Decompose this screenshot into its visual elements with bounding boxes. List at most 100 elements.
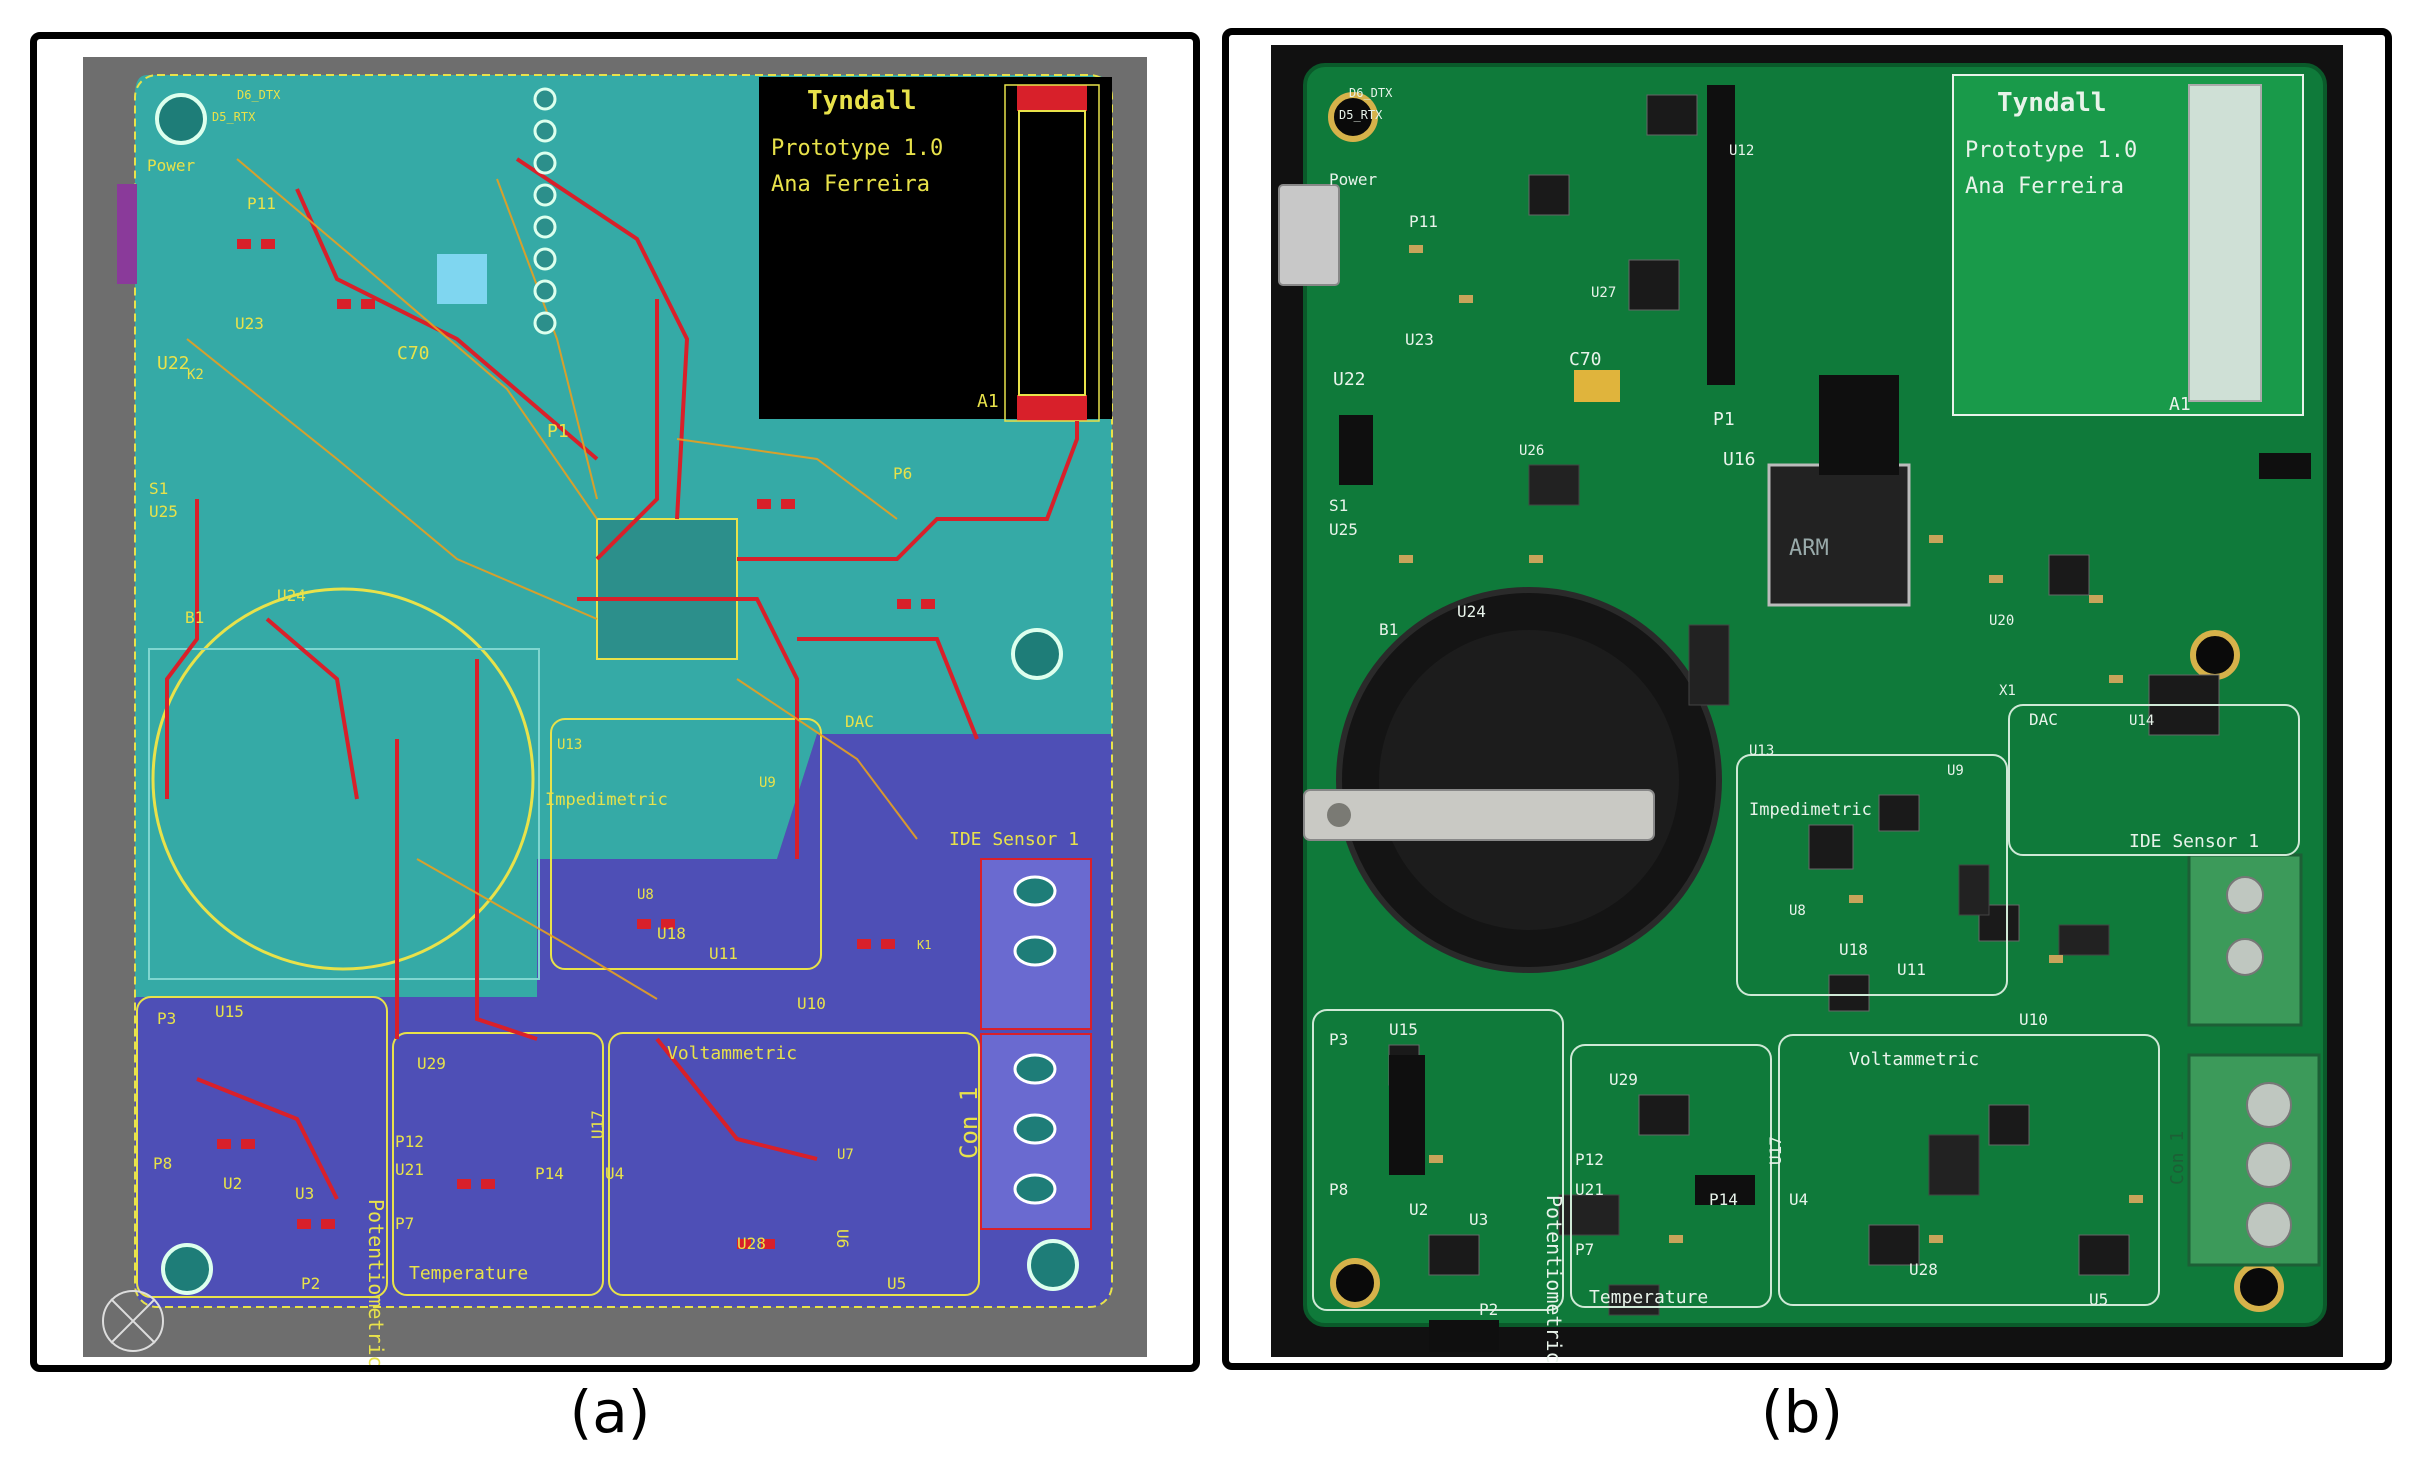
arm-mcu-chip xyxy=(1767,463,1911,607)
cad-label: C70 xyxy=(397,343,430,364)
antenna-pad-top xyxy=(1017,85,1087,111)
component-pads xyxy=(217,239,935,1249)
photo-label: P3 xyxy=(1329,1030,1348,1049)
cad-label: P7 xyxy=(395,1214,414,1233)
mount-hole-br xyxy=(1027,1239,1079,1291)
cad-label: P14 xyxy=(535,1164,564,1183)
cad-label: D5_RTX xyxy=(212,110,256,124)
photo-label: P8 xyxy=(1329,1180,1348,1199)
photo-label: U13 xyxy=(1749,743,1774,759)
photo-label: U3 xyxy=(1469,1210,1488,1229)
terminal-pin xyxy=(1013,1173,1057,1205)
photo-label-potentiometric: Potentiometric xyxy=(1542,1195,1566,1363)
photo-label: U5 xyxy=(2089,1290,2108,1309)
screw xyxy=(2226,938,2264,976)
cad-label: U5 xyxy=(887,1274,906,1293)
terminal-pin xyxy=(1013,1113,1057,1145)
mount-hole-tl xyxy=(155,93,207,145)
temperature-section xyxy=(392,1032,604,1296)
photo-label: P14 xyxy=(1709,1190,1738,1209)
cad-label-con1: Con 1 xyxy=(955,1087,983,1159)
photo-label-con1: Con 1 xyxy=(2167,1131,2188,1185)
antenna-keepout xyxy=(1004,84,1100,422)
photo-label: P11 xyxy=(1409,212,1438,231)
photo-label: U11 xyxy=(1897,960,1926,979)
origin-marker-cross xyxy=(110,1298,156,1344)
origin-marker xyxy=(102,1290,164,1352)
photo-jumpers xyxy=(1528,464,2110,1316)
screw xyxy=(2246,1082,2292,1128)
usb-connector xyxy=(117,184,137,284)
battery-clip xyxy=(1303,789,1655,841)
cad-label: P12 xyxy=(395,1132,424,1151)
photo-label: U23 xyxy=(1405,330,1434,349)
inner-traces xyxy=(186,158,918,1000)
cad-label: P6 xyxy=(893,464,912,483)
photo-label: Impedimetric xyxy=(1749,800,1872,820)
battery-clip-rivet xyxy=(1327,803,1351,827)
pcb-photo: ARM xyxy=(1271,45,2343,1363)
cad-label: D6_DTX xyxy=(237,88,281,102)
panel-a-frame: Tyndall Prototype 1.0 Ana Ferreira A1 D6… xyxy=(30,32,1200,1372)
photo-label: S1 xyxy=(1329,496,1348,515)
photo-mount-hole xyxy=(1330,1258,1380,1308)
photo-label: U15 xyxy=(1389,1020,1418,1039)
cad-label: U25 xyxy=(149,502,178,521)
cad-label: K1 xyxy=(917,938,931,952)
cad-label: K2 xyxy=(187,367,204,383)
photo-label: U25 xyxy=(1329,520,1358,539)
cad-label: U8 xyxy=(637,887,654,903)
photo-logo: Tyndall xyxy=(1997,88,2107,118)
impedimetric-section xyxy=(550,718,822,970)
photo-header-pins xyxy=(1339,85,2311,1352)
cad-label: Power xyxy=(147,156,196,175)
screw xyxy=(2246,1202,2292,1248)
photo-label: P12 xyxy=(1575,1150,1604,1169)
cad-label: U24 xyxy=(277,586,306,605)
photo-label: U8 xyxy=(1789,903,1806,919)
cad-silk-labels: D6_DTX D5_RTX Power P11 U22 U23 K2 S1 U2… xyxy=(147,88,1079,1293)
photo-label: D5_RTX xyxy=(1339,108,1383,122)
cad-label: U3 xyxy=(295,1184,314,1203)
cad-label: B1 xyxy=(185,608,204,627)
usb-port xyxy=(1278,184,1340,286)
photo-smd-components xyxy=(1399,245,2143,1243)
photo-label: U9 xyxy=(1947,763,1964,779)
photo-label: U12 xyxy=(1729,143,1754,159)
cad-label: U18 xyxy=(657,924,686,943)
antenna-outline xyxy=(1018,110,1086,396)
potentiometric-section xyxy=(136,996,388,1298)
photo-label: U28 xyxy=(1909,1260,1938,1279)
cad-label: P11 xyxy=(247,194,276,213)
header-pins xyxy=(533,87,557,335)
screw xyxy=(2226,876,2264,914)
photo-label: U10 xyxy=(2019,1010,2048,1029)
cad-label: S1 xyxy=(149,479,168,498)
cad-label: U15 xyxy=(215,1002,244,1021)
photo-label: U16 xyxy=(1723,449,1756,470)
c70-capacitor xyxy=(1574,370,1620,402)
photo-label: C70 xyxy=(1569,349,1602,370)
cad-line-2: Ana Ferreira xyxy=(771,172,930,197)
photo-antenna-label: A1 xyxy=(2169,394,2191,415)
mcu-footprint xyxy=(596,518,738,660)
photo-section-outlines xyxy=(1312,704,2300,1311)
photo-label: U18 xyxy=(1839,940,1868,959)
photo-mount-hole xyxy=(1328,92,1378,142)
cad-label: P1 xyxy=(547,421,569,442)
terminal-pin xyxy=(1013,935,1057,967)
board-bottom-region xyxy=(135,734,1112,1307)
cad-label: U22 xyxy=(157,353,190,374)
photo-line-1: Prototype 1.0 xyxy=(1965,138,2137,163)
cad-label: U28 xyxy=(737,1234,766,1253)
photo-mount-hole xyxy=(2190,630,2240,680)
terminal-pin xyxy=(1013,875,1057,907)
photo-label: P7 xyxy=(1575,1240,1594,1259)
photo-label: U24 xyxy=(1457,602,1486,621)
photo-label: Voltammetric xyxy=(1849,1049,1979,1070)
photo-label: D6_DTX xyxy=(1349,86,1393,100)
cad-line-1: Prototype 1.0 xyxy=(771,136,943,161)
photo-label: Power xyxy=(1329,170,1378,189)
cad-label: U7 xyxy=(837,1147,854,1163)
cad-label: U10 xyxy=(797,994,826,1013)
